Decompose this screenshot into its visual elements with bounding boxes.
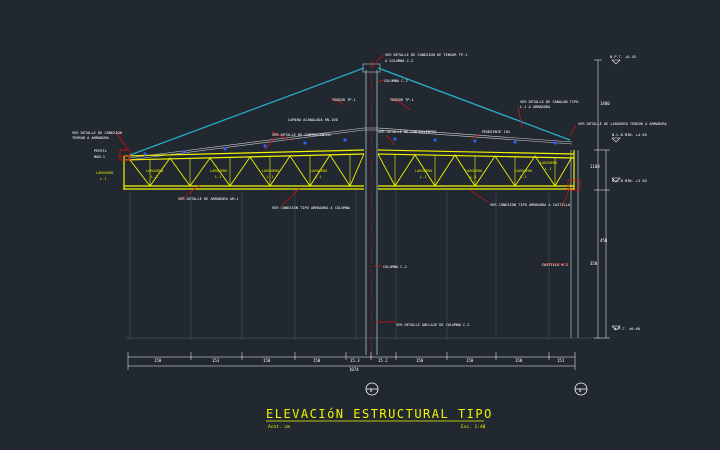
larguero-sub: L-1 (470, 175, 477, 179)
dim-segment: 153 (212, 358, 220, 363)
larguero-label: LARGUERO (465, 169, 482, 173)
callout-canalon: VER DETALLE DE CANALON TIPO (520, 100, 578, 104)
dim-segment: 150 (313, 358, 321, 363)
callout-left-a: VER DETALLE DE CONEXION (72, 131, 122, 135)
level-top: N.P.T. +6.45 (610, 55, 636, 59)
larguero-sub: L-1 (545, 167, 552, 171)
callout-tensor-left: TENSOR TP-1 (332, 98, 356, 102)
callout-ver-detalle-mid: VER DETALLE DE CONTRAVENTEO (378, 130, 436, 134)
larguero-label: LARGUERO (515, 169, 532, 173)
callout-anclaje: VER DETALLE ANCLAJE DE COLUMNA C-2 (396, 323, 470, 327)
right-castillo (570, 150, 579, 338)
larguero-label: LARGUERO (415, 169, 432, 173)
larguero-label: LARGUERO (540, 161, 557, 165)
callout-castillo: CASTILLO K-2 (542, 263, 568, 267)
tensor-rods (129, 67, 571, 156)
dim-segment: 150 (515, 358, 523, 363)
larguero-label: LARGUERO (262, 169, 279, 173)
dim-segment: 150 (154, 358, 162, 363)
larguero-sub: L-1 (420, 175, 427, 179)
drawing-title: ELEVACIóN ESTRUCTURAL TIPO (266, 407, 493, 421)
callout-larguero-l1b: L-1 (100, 177, 107, 181)
dim-right-c: 450 (600, 238, 608, 243)
central-column (365, 60, 378, 360)
dim-segment: 150 (263, 358, 271, 363)
callout-conexion-tipo: VER CONEXION TIPO ARMADURA A COLUMNA (272, 206, 351, 210)
callout-top-center-2: A COLUMNA C-2 (385, 59, 413, 63)
larguero-label: LARGUERO (210, 169, 227, 173)
larguero-sub: L-1 (215, 175, 222, 179)
callout-pendiente: PENDIENTE 10% (482, 130, 511, 134)
callout-top-center: VER DETALLE DE CONEXION DE TENSOR TP-1 (385, 53, 467, 57)
larguero-label: LARGUERO (310, 169, 327, 173)
callout-tensor-right: TENSOR TP-1 (390, 98, 414, 102)
callout-leaders (115, 54, 577, 323)
callout-columna-top: COLUMNA C-2 (384, 79, 408, 83)
larguero-label: LARGUERO (146, 169, 163, 173)
larguero-sub: L-1 (315, 175, 322, 179)
callout-left-b: TENSOR A ARMADURA (72, 136, 110, 140)
dim-right-d: 350 (590, 261, 598, 266)
larguero-labels: LARGUERO L-1 LARGUERO L-1 LARGUERO L-1 L… (146, 161, 557, 179)
supports (119, 149, 581, 191)
callout-lamina: LAMINA ACANALADA RN-100 (288, 118, 338, 122)
level-floor: N.P.T. ±0.00 (614, 327, 640, 331)
reference-lines (126, 190, 600, 340)
dim-total: 1074 (349, 367, 359, 372)
dim-segment: 150 (466, 358, 474, 363)
level-markers (611, 59, 621, 331)
truss-left (123, 149, 365, 190)
callout-larguero-right: VER DETALLE DE LARGUERO TENSOR A ARMADUR… (578, 122, 668, 126)
axis-label-left: 0 (370, 388, 373, 393)
dim-segment: 15.2 (378, 358, 388, 363)
dim-segment: 15.3 (350, 358, 360, 363)
dimension-lines (127, 59, 610, 370)
callout-ver-det-armadura: VER DETALLE DE ARMADURA AM-1 (178, 197, 239, 201)
axis-marks (365, 382, 588, 396)
level-mid2: N.L.B.MIN. +3.50 (612, 179, 647, 183)
callout-columna-c2-low: COLUMNA C-2 (383, 265, 407, 269)
dim-segment: 151 (557, 358, 565, 363)
purlins (143, 137, 557, 156)
larguero-sub: L-1 (151, 175, 158, 179)
callout-canalon-2: L-1 A ARMADURA (520, 105, 551, 109)
dim-right-a: 1400 (600, 101, 610, 106)
drawing-subtitle-left: Acot. cm (268, 424, 290, 430)
callout-ver-detalle-left: VER DETALLE DE CONTRAVENTEO (272, 133, 330, 137)
level-mid1: N.L.B.MIN. +4.50 (612, 133, 647, 137)
larguero-sub: L-1 (267, 175, 274, 179)
axis-label-right: 0 (579, 388, 582, 393)
callout-perfil: PERFIL (94, 149, 107, 153)
callout-conexion-tipo-right: VER CONEXION TIPO ARMADURA A CASTILLO (490, 203, 570, 207)
truss-right (377, 149, 575, 190)
callout-mon: MON-3 (94, 155, 105, 159)
drawing-subtitle-right: Esc. 1:40 (461, 424, 486, 430)
dim-right-b: 1100 (590, 164, 600, 169)
larguero-sub: L-1 (520, 175, 527, 179)
bottom-dimensions: 150 153 150 150 15.3 15.2 150 150 150 15… (154, 358, 565, 372)
dim-segment: 150 (416, 358, 424, 363)
callout-larguero-l1: LARGUERO (96, 171, 113, 175)
